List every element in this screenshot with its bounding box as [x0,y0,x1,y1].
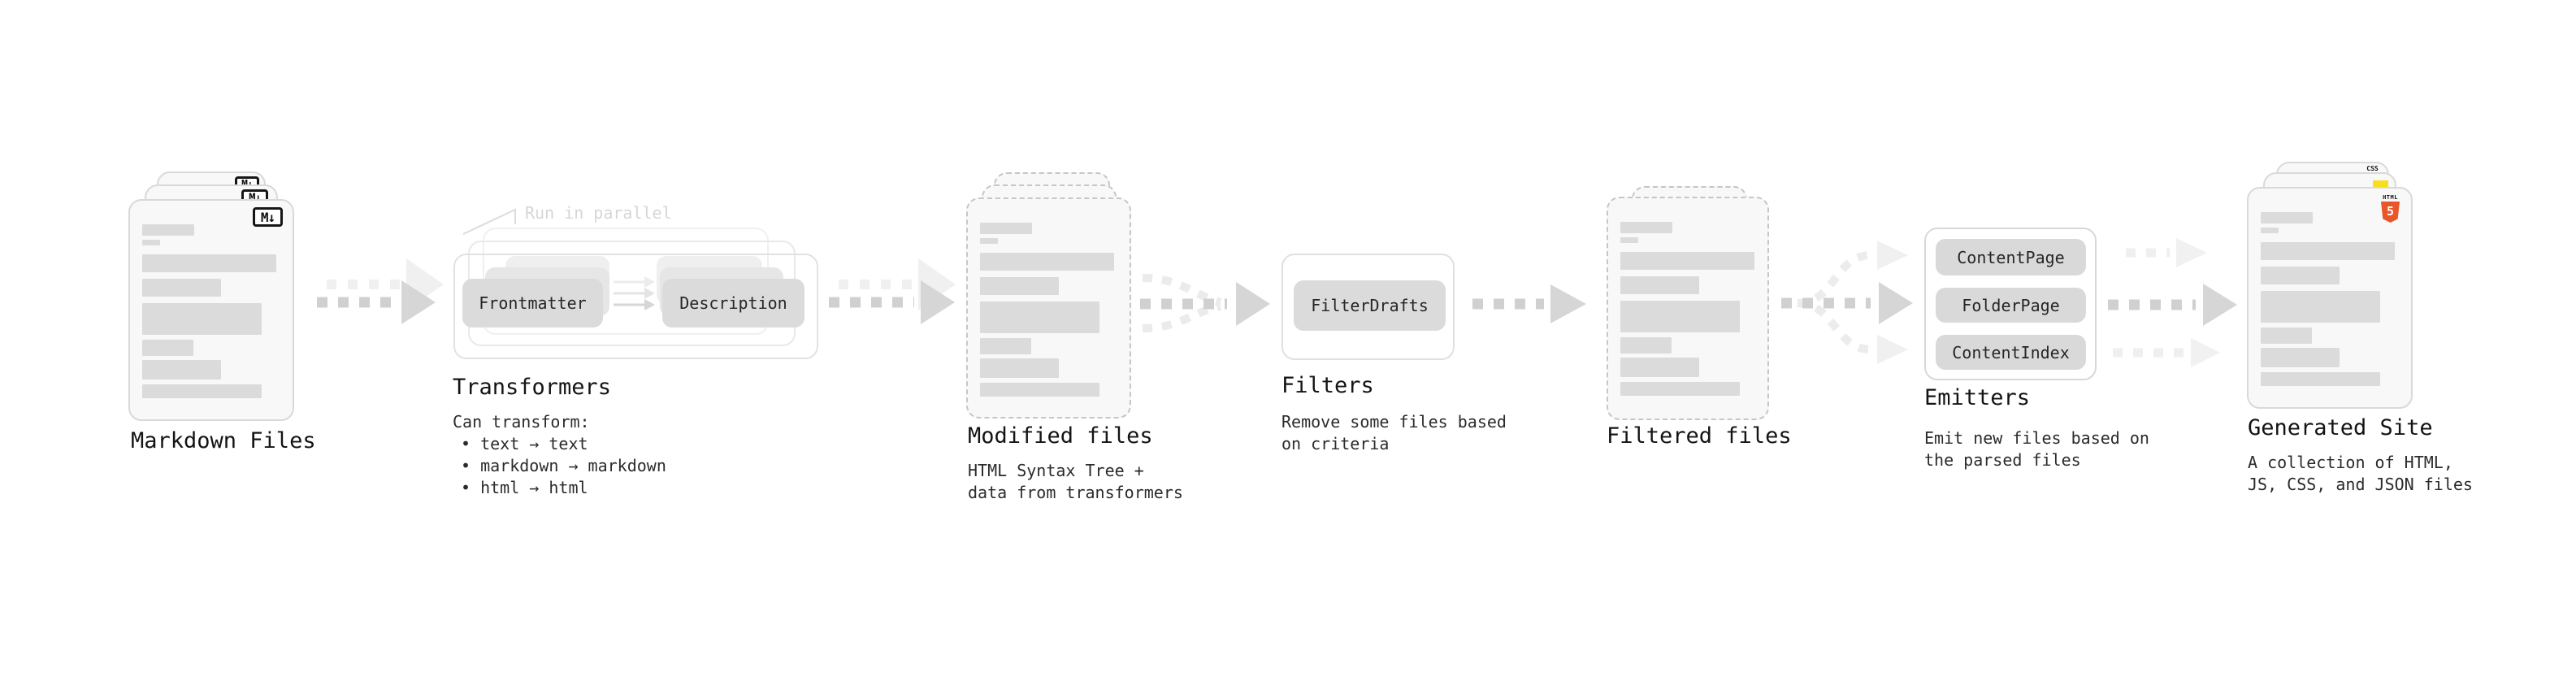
text-line-bar [2261,327,2312,344]
text-line-bar [142,279,221,297]
description-line: • markdown → markdown [461,456,666,475]
markdown-icon: M↓ [253,207,283,227]
html5-number: 5 [2386,204,2395,219]
text-line-bar [2261,267,2340,284]
arrow-emitters-to-generated [2108,238,2237,367]
filterdrafts-pill: FilterDrafts [1294,280,1446,331]
description-line: data from transformers [968,483,1183,502]
generated-site-stack: CSS HTML 5 [2247,162,2413,409]
generated-site-description: A collection of HTML, JS, CSS, and JSON … [2248,452,2473,496]
html5-label: HTML [2383,194,2398,201]
modified-file-front [966,197,1131,419]
text-line-bar [1620,252,1754,270]
document-text-bars [142,224,276,398]
stage-title-emitters: Emitters [1924,385,2031,410]
description-line: Emit new files based on [1924,428,2149,448]
text-line-bar [980,383,1099,397]
stage-title-markdown-files: Markdown Files [131,428,316,453]
text-line-bar [980,338,1031,354]
text-line-bar [980,358,1059,378]
filtered-files-stack [1607,186,1769,420]
run-in-parallel-leader-line [462,208,516,235]
folderpage-pill: FolderPage [1936,288,2086,323]
text-line-bar [142,254,276,272]
text-line-bar [980,223,1032,234]
stage-title-transformers: Transformers [453,375,612,400]
text-line-bar [2261,348,2340,367]
description-line: Can transform: [453,412,590,432]
description-line: • text → text [461,434,588,453]
text-line-bar [142,340,193,356]
text-line-bar [142,360,221,380]
text-line-bar [980,301,1099,333]
emitters-container: ContentPage FolderPage ContentIndex [1924,228,2097,380]
contentindex-pill: ContentIndex [1936,335,2086,370]
emitters-description: Emit new files based on the parsed files [1924,427,2149,471]
html5-shield: 5 [2381,202,2400,223]
text-line-bar [1620,222,1672,233]
text-line-bar [1620,276,1699,294]
text-line-bar [1620,237,1638,243]
html5-icon: HTML 5 [2381,194,2400,223]
text-line-bar [1620,301,1740,332]
text-line-bar [142,224,194,236]
modified-files-stack [966,172,1131,419]
text-line-bar [2261,372,2380,386]
frontmatter-pill: Frontmatter [462,279,603,327]
description-line: HTML Syntax Tree + [968,461,1144,480]
text-line-bar [142,240,160,245]
document-text-bars [980,223,1114,397]
description-line: on criteria [1281,434,1390,453]
description-line: • html → html [461,478,588,497]
arrow-transformers-to-modified [829,258,956,324]
text-line-bar [2261,242,2395,260]
text-line-bar [2261,291,2380,323]
markdown-file-front: M↓ [128,199,294,421]
transformers-description: Can transform: • text → text • markdown … [453,411,666,499]
stage-title-filtered-files: Filtered files [1607,423,1792,449]
filtered-file-front [1607,197,1769,420]
text-line-bar [980,238,998,244]
description-line: A collection of HTML, [2248,453,2453,472]
run-in-parallel-annotation: Run in parallel [525,203,672,223]
description-line: JS, CSS, and JSON files [2248,475,2473,494]
text-line-bar [980,253,1114,271]
arrow-filtered-to-emitters-fork [1781,241,1913,364]
text-line-bar [1620,382,1740,396]
document-text-bars [1620,222,1754,396]
markdown-files-stack: M↓ M↓ M↓ [128,171,294,421]
stage-title-modified-files: Modified files [968,423,1153,449]
document-text-bars [2261,212,2395,386]
contentpage-pill: ContentPage [1936,239,2086,275]
description-line: the parsed files [1924,450,2081,470]
arrow-modified-to-filters-merge [1140,274,1270,332]
description-line: Remove some files based [1281,412,1507,432]
transformer-parallel-arrows [614,276,655,310]
arrow-filters-to-filtered [1472,284,1586,323]
stage-title-generated-site: Generated Site [2248,415,2433,440]
stage-title-filters: Filters [1281,373,1374,398]
text-line-bar [142,384,262,398]
transformer-container-front [453,254,818,359]
text-line-bar [2261,212,2313,223]
arrow-markdown-to-transformers [317,258,444,324]
description-pill: Description [662,279,804,327]
text-line-bar [1620,337,1672,354]
modified-files-description: HTML Syntax Tree + data from transformer… [968,460,1183,504]
text-line-bar [2261,228,2279,233]
html-file-front: HTML 5 [2247,187,2413,409]
text-line-bar [980,277,1059,295]
css-label: CSS [2366,165,2379,172]
text-line-bar [142,303,262,335]
filters-container: FilterDrafts [1281,254,1455,360]
text-line-bar [1620,358,1699,377]
filters-description: Remove some files based on criteria [1281,411,1507,455]
